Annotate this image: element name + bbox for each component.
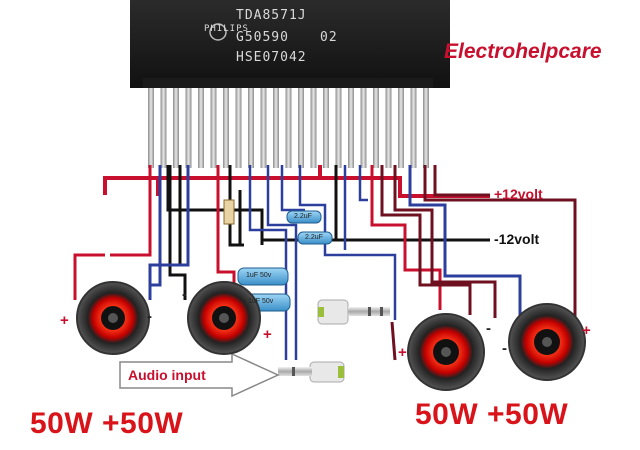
chip-pin xyxy=(385,88,392,168)
speaker-left-1 xyxy=(76,281,150,355)
chip-line-2: G50590 xyxy=(236,30,289,45)
speaker-right-1 xyxy=(407,313,485,391)
capacitor-big-1 xyxy=(237,267,289,286)
chip-pin xyxy=(260,88,267,168)
chip-pin xyxy=(248,88,254,168)
chip-pin xyxy=(373,88,379,168)
capacitor-small-2 xyxy=(297,231,333,245)
resistor xyxy=(223,199,235,225)
chip-pin xyxy=(335,88,342,168)
chip-pin xyxy=(423,88,429,168)
speaker-left-2-plus: + xyxy=(263,326,272,343)
chip-pin xyxy=(223,88,229,168)
chip-pin xyxy=(298,88,304,168)
speaker-right-2-plus: + xyxy=(582,322,591,339)
chip-pin xyxy=(148,88,154,168)
speaker-right-1-minus: - xyxy=(486,320,491,337)
chip-part-number: TDA8571J xyxy=(236,8,307,23)
speaker-right-2-minus: - xyxy=(502,340,507,357)
audio-jack-icon xyxy=(278,361,345,383)
chip-pin xyxy=(360,88,367,168)
brand-watermark: Electrohelpcare xyxy=(444,40,602,63)
left-speaker-wires xyxy=(73,165,236,300)
capacitor-small-2-label: 2.2uF xyxy=(305,234,323,241)
speaker-right-2 xyxy=(508,303,586,381)
negative-rail-wires xyxy=(166,165,490,265)
chip-pin xyxy=(323,88,329,168)
positive-rail-label: +12volt xyxy=(494,186,543,202)
chip-pin xyxy=(160,88,167,168)
power-rating-right: 50W +50W xyxy=(415,398,569,431)
speaker-right-1-plus: + xyxy=(398,344,407,361)
power-rating-left: 50W +50W xyxy=(30,407,184,440)
chip-line-3: HSE07042 xyxy=(236,50,307,65)
speaker-left-2-minus: - xyxy=(182,286,187,303)
chip-logo: PHILIPS xyxy=(204,24,249,34)
amplifier-chip-icon xyxy=(130,0,450,168)
chip-pin xyxy=(398,88,404,168)
chip-pin xyxy=(198,88,204,168)
capacitor-small-1-label: 2.2uF xyxy=(294,213,312,220)
right-speaker-wires xyxy=(370,165,577,361)
chip-pin xyxy=(185,88,192,168)
capacitor-small-1 xyxy=(286,210,322,224)
capacitor-big-2-label: 1uF 50v xyxy=(248,298,274,305)
audio-jack-icon xyxy=(317,299,390,325)
chip-suffix: 02 xyxy=(320,30,338,45)
speaker-left-1-plus: + xyxy=(60,312,69,329)
audio-input-label: Audio input xyxy=(128,367,206,383)
chip-pin xyxy=(285,88,292,168)
speaker-left-2 xyxy=(187,281,261,355)
chip-pin xyxy=(348,88,354,168)
capacitor-big-1-label: 1uF 50v xyxy=(246,272,272,279)
chip-pin xyxy=(273,88,279,168)
chip-pin xyxy=(310,88,317,168)
chip-pin xyxy=(210,88,217,168)
negative-rail-label: -12volt xyxy=(494,231,540,247)
arrow-icon xyxy=(119,352,280,398)
chip-pin xyxy=(235,88,242,168)
speaker-left-1-minus: - xyxy=(147,308,152,325)
chip-pin xyxy=(410,88,417,168)
chip-pin xyxy=(173,88,179,168)
positive-rail-wires xyxy=(103,165,490,198)
